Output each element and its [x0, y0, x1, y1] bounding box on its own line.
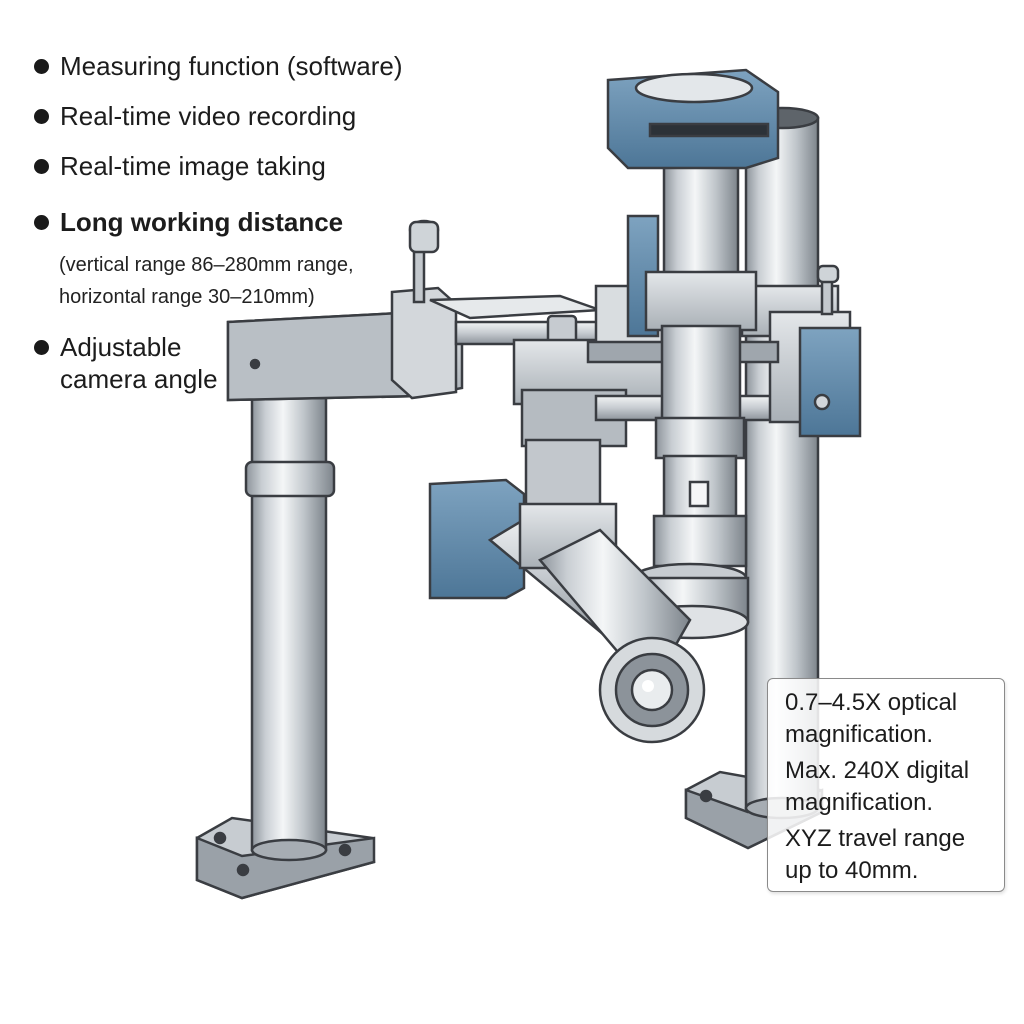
feature-label: Real-time image taking [60, 151, 326, 181]
spec-item: 0.7–4.5X optical magnification. [785, 687, 994, 751]
feature-label-line: camera angle [60, 364, 218, 394]
left-pillar [244, 393, 336, 862]
side-camera [428, 478, 706, 744]
note-line: (vertical range 86–280mm range, [59, 254, 354, 276]
note-line: horizontal range 30–210mm) [59, 286, 315, 308]
spec-line: up to 40mm. [785, 857, 919, 884]
feature-label: Long working distance [60, 207, 344, 237]
bullet-dot-icon [34, 59, 49, 74]
spec-callout-box: 0.7–4.5X optical magnification. Max. 240… [767, 678, 1005, 892]
top-camera [606, 68, 780, 170]
feature-label-line: Adjustable [60, 332, 182, 362]
feature-item: Real-time image taking [34, 150, 326, 182]
spec-line: magnification. [785, 721, 934, 748]
spec-line: magnification. [785, 789, 934, 816]
feature-item: Measuring function (software) [34, 50, 402, 82]
feature-item: Long working distance [34, 206, 343, 238]
bullet-dot-icon [34, 159, 49, 174]
feature-label: Real-time video recording [60, 101, 357, 131]
spec-item: XYZ travel range up to 40mm. [785, 823, 994, 887]
feature-label: Measuring function (software) [60, 51, 403, 81]
horizontal-arm [226, 219, 618, 402]
spec-line: Max. 240X digital [785, 757, 970, 784]
bullet-dot-icon [34, 340, 49, 355]
bullet-dot-icon [34, 215, 49, 230]
spec-line: 0.7–4.5X optical [785, 689, 958, 716]
spec-line: XYZ travel range [785, 825, 966, 852]
spec-item: Max. 240X digital magnification. [785, 755, 994, 819]
working-distance-note: (vertical range 86–280mm range, horizont… [59, 252, 354, 310]
vertical-lens-column [632, 160, 758, 640]
feature-item: Real-time video recording [34, 100, 356, 132]
bullet-dot-icon [34, 109, 49, 124]
feature-item: Adjustable camera angle [34, 331, 218, 395]
feature-label: Adjustable camera angle [60, 331, 218, 395]
